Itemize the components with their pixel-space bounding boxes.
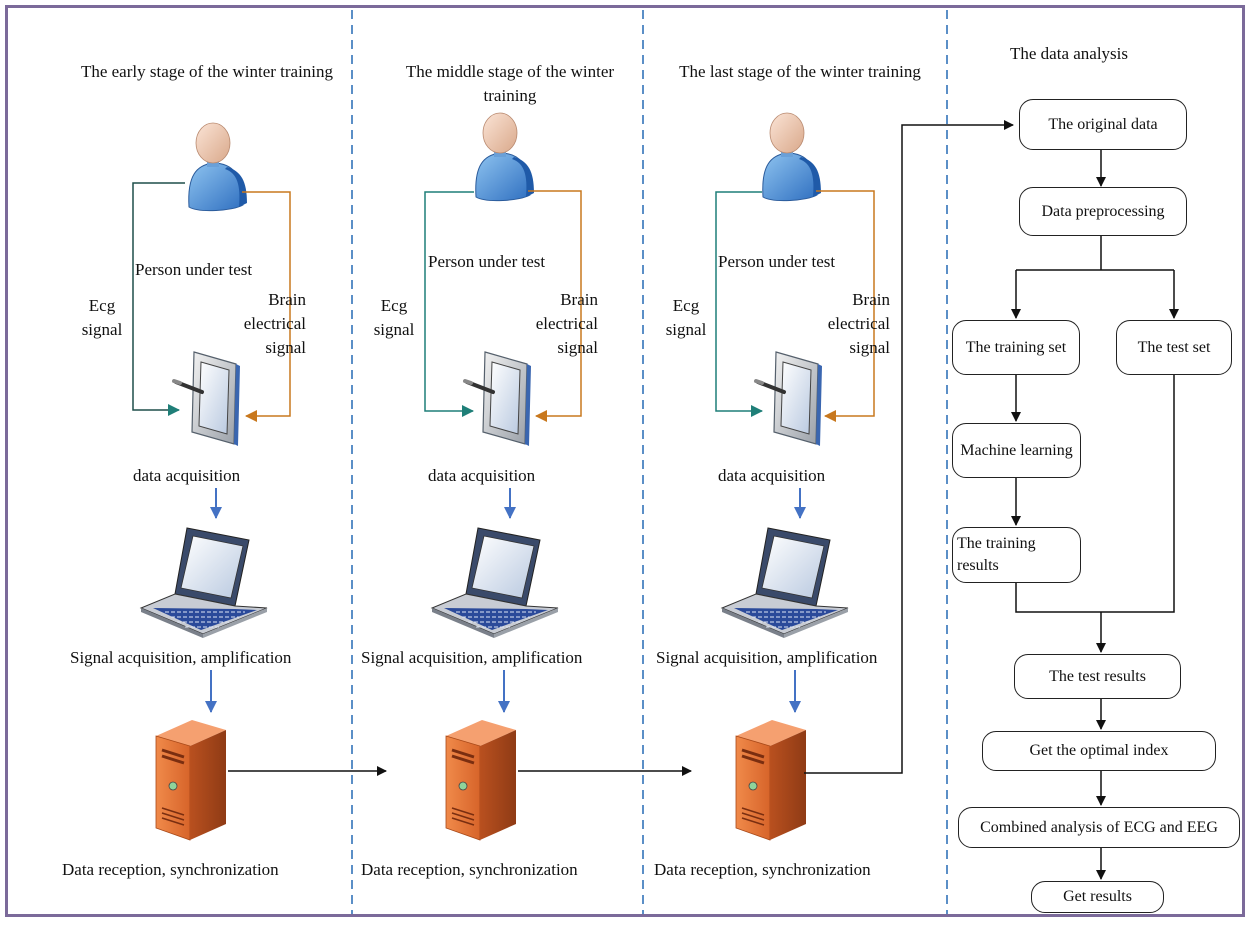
- get-results-box: Get results: [1031, 881, 1164, 913]
- combined-analysis-box: Combined analysis of ECG and EEG: [958, 807, 1240, 848]
- stage-1-graphics: [132, 122, 291, 842]
- ecg-connector: [424, 191, 474, 417]
- server-icon: [444, 718, 518, 842]
- machine-learning-box: Machine learning: [952, 423, 1081, 478]
- reception-label: Data reception, synchronization: [361, 860, 578, 879]
- brain-label: Brain electrical signal: [827, 290, 890, 357]
- analysis-title: The data analysis: [1010, 44, 1129, 63]
- amplification-label: Signal acquisition, amplification: [70, 648, 292, 667]
- ecg-label: Ecg signal: [373, 296, 415, 339]
- brain-connector: [528, 190, 582, 422]
- training-results-box: The training results: [952, 527, 1081, 583]
- server-icon: [734, 718, 808, 842]
- stage-3-title: The last stage of the winter training: [679, 62, 921, 81]
- original-data-box: The original data: [1019, 99, 1187, 150]
- to-analysis-arrow: [804, 120, 1014, 774]
- person-label: Person under test: [135, 260, 253, 279]
- person-label: Person under test: [428, 252, 546, 271]
- flowchart-connectors: [1011, 150, 1179, 880]
- brain-label: Brain electrical signal: [535, 290, 598, 357]
- laptop-icon: [431, 527, 559, 639]
- acquisition-label: data acquisition: [428, 466, 536, 485]
- optimal-index-box: Get the optimal index: [982, 731, 1216, 771]
- ecg-connector: [132, 182, 185, 416]
- stage-3-graphics: [715, 112, 875, 842]
- ecg-label: Ecg signal: [665, 296, 707, 339]
- stage-2-graphics: [424, 112, 582, 842]
- acquisition-label: data acquisition: [718, 466, 826, 485]
- ecg-connector: [715, 191, 763, 417]
- laptop-icon: [721, 527, 849, 639]
- preprocessing-box: Data preprocessing: [1019, 187, 1187, 236]
- brain-connector: [242, 191, 291, 422]
- ecg-label: Ecg signal: [81, 296, 123, 339]
- test-results-box: The test results: [1014, 654, 1181, 699]
- person-icon: [188, 122, 248, 212]
- training-set-box: The training set: [952, 320, 1080, 375]
- tablet-icon: [463, 350, 533, 448]
- person-icon: [475, 112, 535, 202]
- test-set-box: The test set: [1116, 320, 1232, 375]
- person-label: Person under test: [718, 252, 836, 271]
- reception-label: Data reception, synchronization: [654, 860, 871, 879]
- brain-label: Brain electrical signal: [243, 290, 306, 357]
- amplification-label: Signal acquisition, amplification: [656, 648, 878, 667]
- laptop-icon: [140, 527, 268, 639]
- tablet-icon: [754, 350, 824, 448]
- tablet-icon: [172, 350, 242, 448]
- server-icon: [154, 718, 228, 842]
- stage-1-title: The early stage of the winter training: [80, 62, 334, 81]
- amplification-label: Signal acquisition, amplification: [361, 648, 583, 667]
- reception-label: Data reception, synchronization: [62, 860, 279, 879]
- person-icon: [762, 112, 822, 202]
- stage-2-title: The middle stage of the winter training: [405, 62, 615, 105]
- acquisition-label: data acquisition: [133, 466, 241, 485]
- brain-connector: [816, 190, 875, 422]
